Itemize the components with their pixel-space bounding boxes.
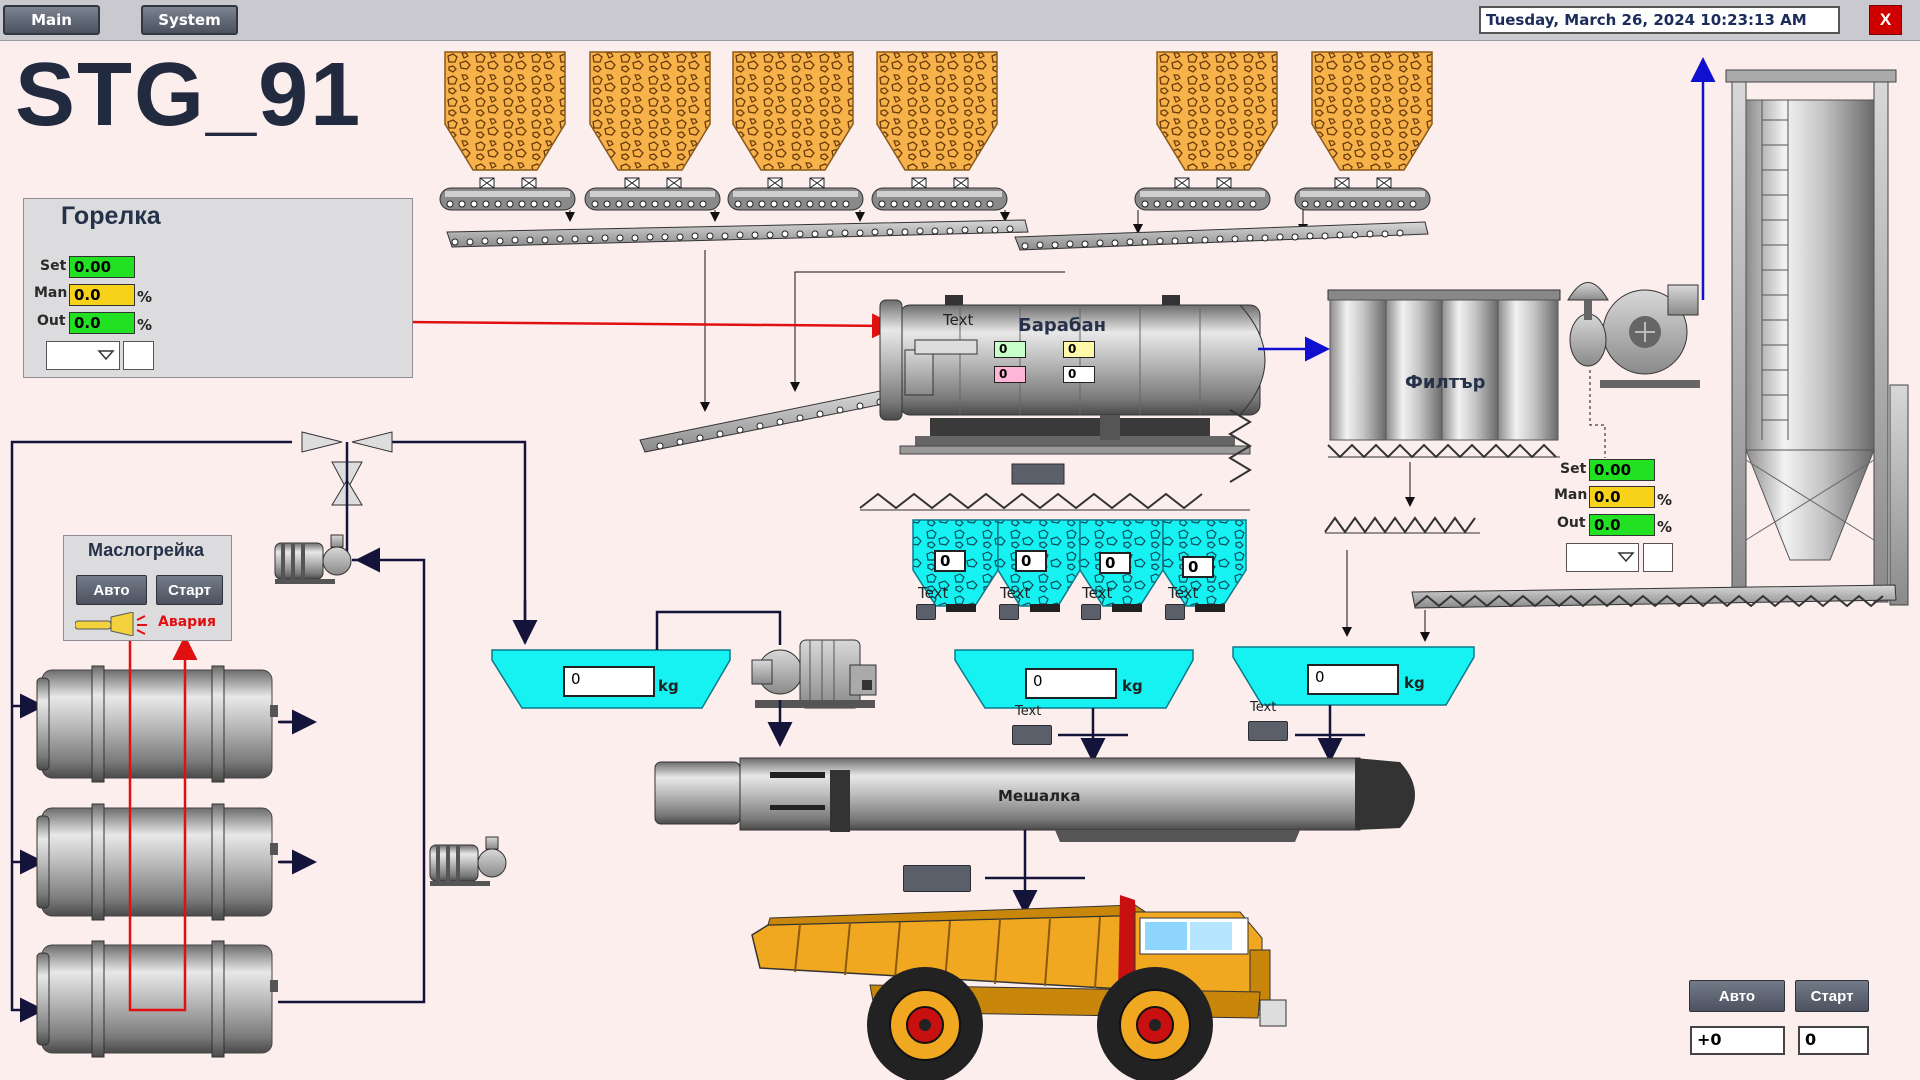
hot-bin-3-text: Text xyxy=(1082,584,1113,602)
chevron-down-icon xyxy=(1617,552,1635,563)
hot-bin-3-gate[interactable] xyxy=(1081,604,1101,620)
aggregate-scale-unit: kg xyxy=(1122,677,1143,695)
aggregate-scale-gate[interactable] xyxy=(1012,725,1052,745)
page-title: STG_91 xyxy=(15,45,363,145)
hot-bin-1-gate[interactable] xyxy=(916,604,936,620)
aggregate-scale-text: Text xyxy=(1015,704,1042,719)
batch-total-input[interactable]: 0 xyxy=(1798,1026,1869,1055)
burner-man-value[interactable]: 0.0 xyxy=(69,284,135,306)
drum-label: Барабан xyxy=(1018,315,1107,336)
filter-set-value[interactable]: 0.00 xyxy=(1589,459,1655,481)
filter-out-value: 0.0 xyxy=(1589,514,1655,536)
oil-heater-title: Маслогрейка xyxy=(88,540,205,560)
burner-mode-dropdown[interactable] xyxy=(46,341,120,370)
drum-value-3: 0 xyxy=(1063,341,1095,358)
burner-horn-icon xyxy=(75,612,147,636)
system-nav-button[interactable]: System xyxy=(141,5,238,35)
exhaust-fan-illustration xyxy=(1567,282,1700,388)
start-button[interactable]: Старт xyxy=(1795,980,1869,1012)
filter-label: Филтър xyxy=(1405,372,1486,393)
three-way-valve-illustration xyxy=(301,431,393,560)
chevron-down-icon xyxy=(97,350,115,361)
burner-title: Горелка xyxy=(61,202,161,230)
auto-button[interactable]: Авто xyxy=(1689,980,1785,1012)
oil-heater-start-button[interactable]: Старт xyxy=(156,575,223,605)
burner-out-label: Out xyxy=(37,313,66,329)
mixer-label: Мешалка xyxy=(998,787,1081,805)
bitumen-scale-value: 0 xyxy=(563,666,655,697)
datetime-display: Tuesday, March 26, 2024 10:23:13 AM xyxy=(1479,6,1840,34)
hot-bin-4-gate[interactable] xyxy=(1165,604,1185,620)
main-nav-button[interactable]: Main xyxy=(3,5,100,35)
hot-bin-2-value: 0 xyxy=(1015,550,1047,572)
burner-mode-box[interactable] xyxy=(123,341,154,370)
filler-scale-text: Text xyxy=(1250,700,1277,715)
oil-heater-auto-button[interactable]: Авто xyxy=(76,575,147,605)
filter-illustration xyxy=(1327,289,1561,459)
hot-bin-4-text: Text xyxy=(1168,584,1199,602)
batch-count-input[interactable]: +0 xyxy=(1690,1026,1785,1055)
hot-bin-4-value: 0 xyxy=(1182,556,1214,578)
drum-status-tab xyxy=(1011,463,1065,485)
filter-out-label: Out xyxy=(1557,515,1586,531)
oil-heater-alarm-label: Авария xyxy=(158,614,216,630)
filler-scale-unit: kg xyxy=(1404,674,1425,692)
bitumen-scale-unit: kg xyxy=(658,677,679,695)
drum-value-4: 0 xyxy=(1063,366,1095,383)
hot-bin-3-value: 0 xyxy=(1099,552,1131,574)
burner-set-label: Set xyxy=(40,258,67,274)
oil-pump-icon[interactable] xyxy=(275,535,360,591)
drum-text-label: Text xyxy=(943,311,974,329)
filter-mode-box[interactable] xyxy=(1643,543,1673,572)
hot-bin-1-text: Text xyxy=(918,584,949,602)
filter-man-unit: % xyxy=(1657,491,1673,509)
hot-bin-2-gate[interactable] xyxy=(999,604,1019,620)
burner-set-value[interactable]: 0.00 xyxy=(69,256,135,278)
filter-out-unit: % xyxy=(1657,518,1673,536)
hot-bin-2-text: Text xyxy=(1000,584,1031,602)
filter-man-label: Man xyxy=(1554,487,1588,503)
hot-bin-1-value: 0 xyxy=(934,550,966,572)
burner-man-unit: % xyxy=(137,288,153,306)
circulation-pump-icon[interactable] xyxy=(408,834,493,890)
drum-value-2: 0 xyxy=(994,366,1026,383)
close-button[interactable]: X xyxy=(1869,5,1902,35)
mixer-illustration xyxy=(654,757,1415,842)
burner-out-unit: % xyxy=(137,316,153,334)
burner-man-label: Man xyxy=(34,285,68,301)
mixer-gate[interactable] xyxy=(903,865,971,892)
filler-scale-value: 0 xyxy=(1307,664,1399,695)
filter-man-value[interactable]: 0.0 xyxy=(1589,486,1655,508)
filter-mode-dropdown[interactable] xyxy=(1566,543,1639,572)
filler-scale-gate[interactable] xyxy=(1248,721,1288,741)
truck-illustration xyxy=(751,895,1287,1080)
filter-set-label: Set xyxy=(1560,461,1587,477)
drum-value-1: 0 xyxy=(994,341,1026,358)
silo-illustration xyxy=(1725,69,1909,606)
aggregate-scale-value: 0 xyxy=(1025,668,1117,699)
drum-illustration xyxy=(879,295,1266,483)
bitumen-pump-illustration xyxy=(751,639,877,709)
burner-out-value: 0.0 xyxy=(69,312,135,334)
